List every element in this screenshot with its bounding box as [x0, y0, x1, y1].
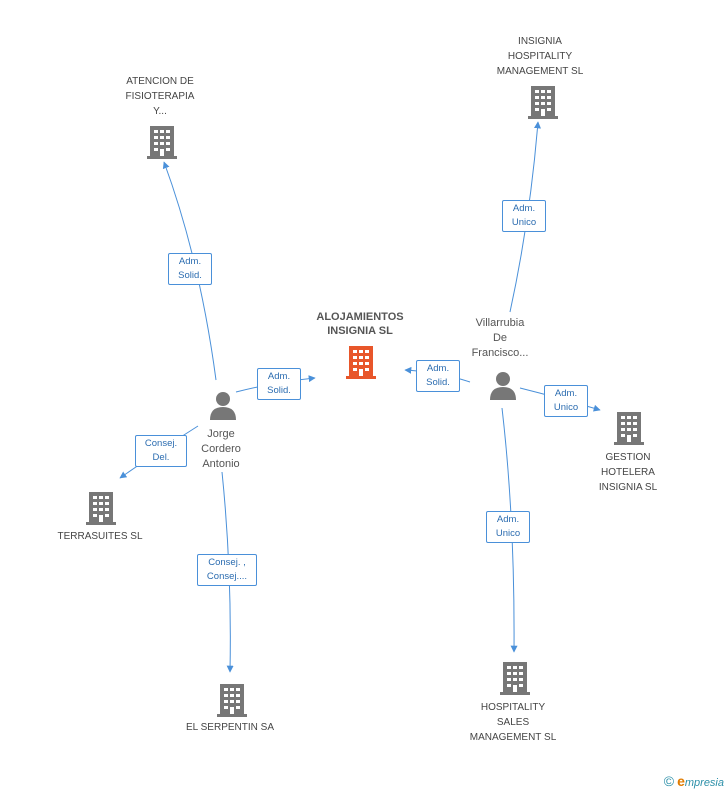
- building-icon-atencion[interactable]: [145, 124, 179, 160]
- edge-label-jorge-terrasuites[interactable]: Consej. Del.: [135, 435, 187, 467]
- building-icon-terrasuites[interactable]: [84, 490, 118, 526]
- company-label-insignia-hospitality[interactable]: INSIGNIA HOSPITALITY MANAGEMENT SL: [496, 36, 584, 77]
- edge-label-jorge-atencion[interactable]: Adm. Solid.: [168, 253, 212, 285]
- main-company-label[interactable]: ALOJAMIENTOS INSIGNIA SL: [316, 311, 404, 337]
- person-label-villarrubia[interactable]: Villarrubia De Francisco...: [471, 317, 529, 359]
- edge-label-jorge-main[interactable]: Adm. Solid.: [257, 368, 301, 400]
- edge-label-vill-sales[interactable]: Adm. Unico: [486, 511, 530, 543]
- edge-label-vill-gestion[interactable]: Adm. Unico: [544, 385, 588, 417]
- edge-label-vill-insignia[interactable]: Adm. Unico: [502, 200, 546, 232]
- company-label-hospitality-sales[interactable]: HOSPITALITY SALES MANAGEMENT SL: [469, 702, 557, 743]
- empresia-logo: © empresia: [664, 773, 724, 789]
- building-icon-hospitality-sales[interactable]: [498, 660, 532, 696]
- company-label-terrasuites[interactable]: TERRASUITES SL: [57, 531, 143, 542]
- company-label-gestion[interactable]: GESTION HOTELERA INSIGNIA SL: [598, 452, 658, 493]
- copyright-symbol: ©: [663, 773, 675, 789]
- person-icon-jorge[interactable]: [208, 390, 238, 420]
- person-icon-villarrubia[interactable]: [488, 370, 518, 400]
- edge-label-vill-main[interactable]: Adm. Solid.: [416, 360, 460, 392]
- company-label-atencion[interactable]: ATENCION DE FISIOTERAPIA Y...: [125, 76, 195, 117]
- building-icon-insignia-hospitality[interactable]: [526, 84, 560, 120]
- edge-label-jorge-serpentin[interactable]: Consej. , Consej....: [197, 554, 257, 586]
- building-icon-main[interactable]: [344, 344, 378, 380]
- brand-e-letter: e: [677, 773, 685, 789]
- person-label-jorge[interactable]: Jorge Cordero Antonio: [201, 428, 241, 470]
- building-icon-gestion[interactable]: [612, 410, 646, 446]
- company-label-serpentin[interactable]: EL SERPENTIN SA: [186, 722, 274, 733]
- brand-name: mpresia: [684, 777, 724, 789]
- building-icon-serpentin[interactable]: [215, 682, 249, 718]
